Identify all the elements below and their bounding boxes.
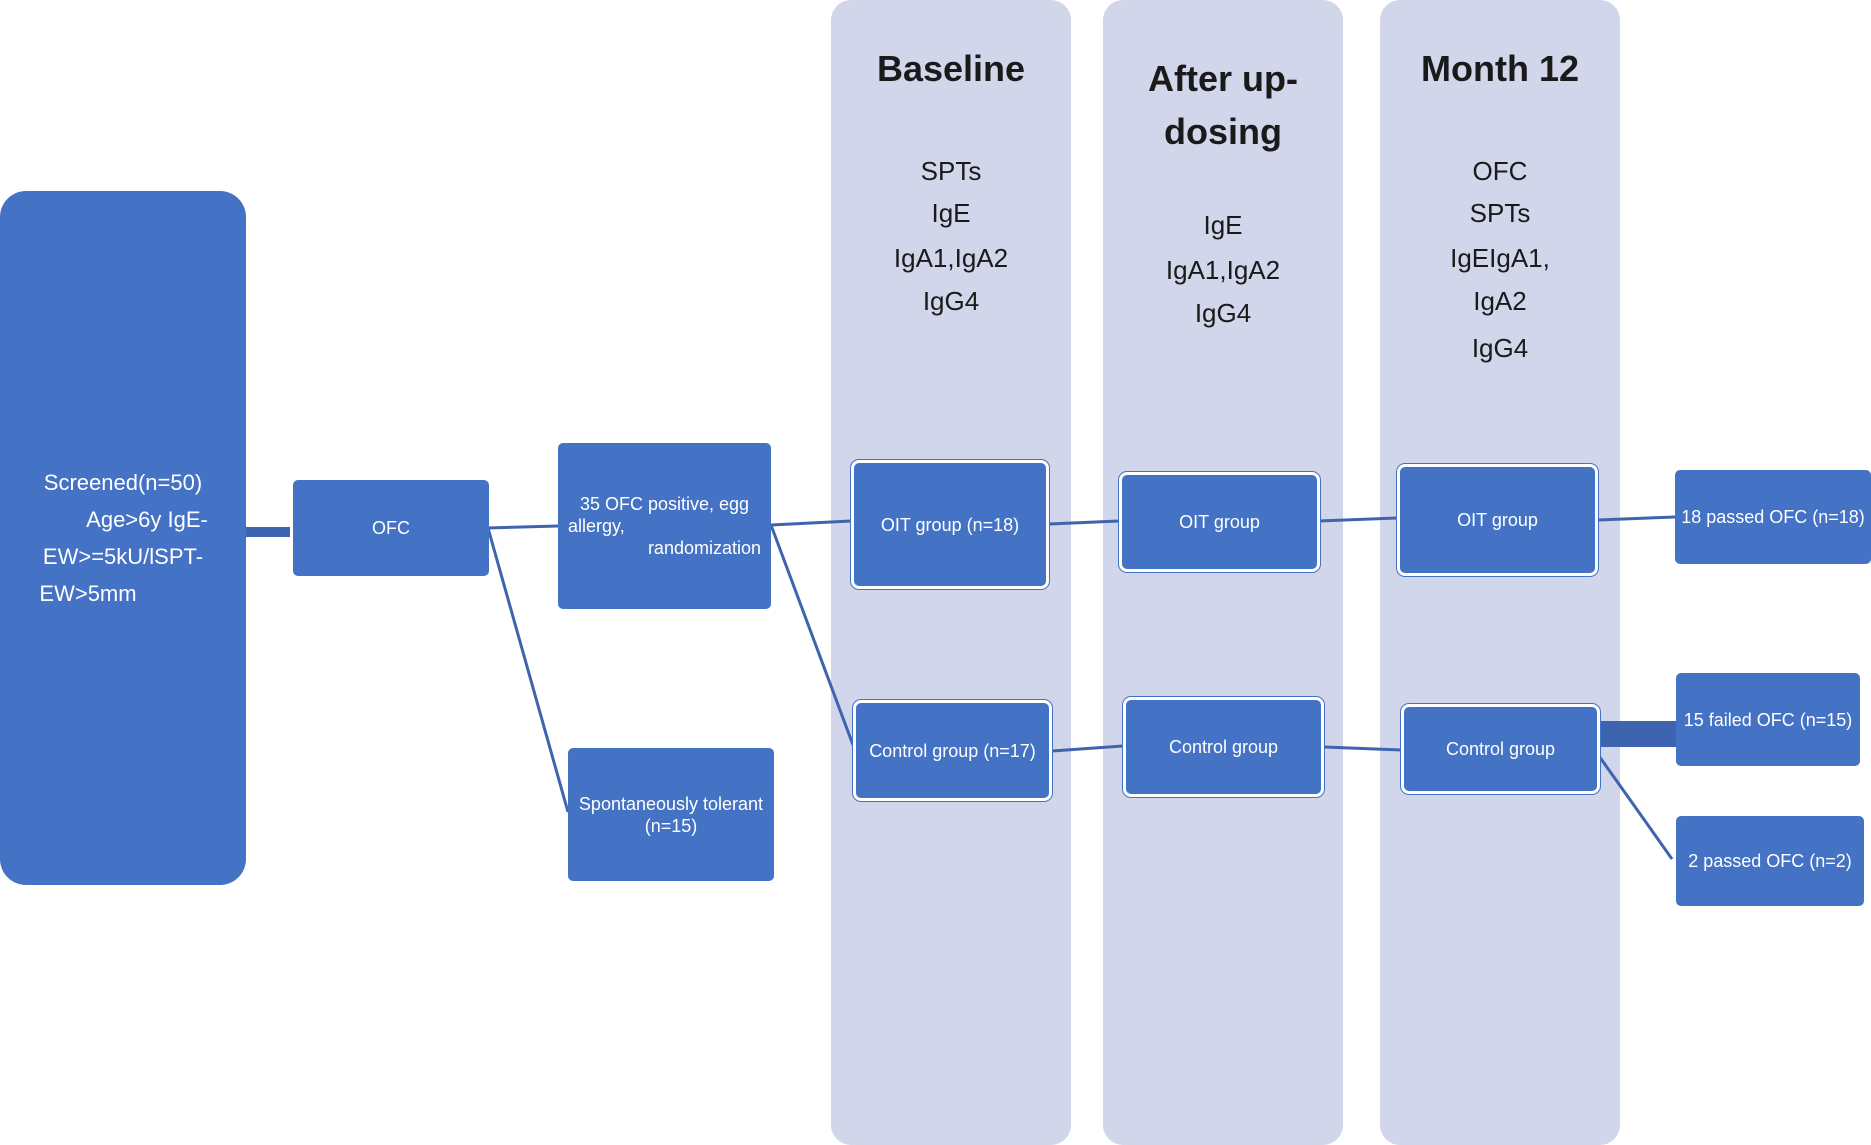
- screened-line: EW>5mm: [39, 581, 137, 606]
- outcome-label: 18 passed OFC (n=18): [1681, 507, 1865, 527]
- measure-item: SPTs: [920, 156, 982, 186]
- group-label: Control group (n=17): [869, 740, 1036, 761]
- column-title: After up- dosing: [1103, 52, 1343, 158]
- connector-line: [1048, 519, 1120, 526]
- screened-box: Screened(n=50) Age>6y IgE- EW>=5kU/lSPT-…: [0, 191, 246, 885]
- ofc-box: OFC: [293, 480, 489, 576]
- screened-line: Age>6y IgE-: [86, 507, 208, 532]
- positive-line: randomization: [647, 538, 761, 558]
- positive-line: allergy,: [568, 516, 625, 536]
- measure-item: OFC: [1472, 156, 1528, 186]
- outcome-label: 2 passed OFC (n=2): [1688, 851, 1852, 871]
- positive-line: 35 OFC positive, egg: [579, 494, 750, 514]
- ofc-positive-box: 35 OFC positive, egg allergy, randomizat…: [558, 443, 771, 609]
- column-title-line: dosing: [1164, 111, 1282, 152]
- column-after-updosing: After up- dosing IgE IgA1,IgA2 IgG4: [1103, 0, 1343, 1145]
- group-label: OIT group: [1457, 510, 1538, 530]
- connector-line: [1318, 516, 1398, 523]
- connector-line: [1051, 744, 1124, 753]
- connector-line: [1597, 515, 1676, 522]
- updosing-oit-group-box: OIT group: [1119, 472, 1320, 572]
- spontaneously-tolerant-box: Spontaneously tolerant (n=15): [568, 748, 774, 881]
- column-title-line: After up-: [1148, 58, 1298, 99]
- measure-item: IgA2: [1473, 286, 1527, 316]
- updosing-control-group-box: Control group: [1123, 697, 1324, 797]
- connector-line: [769, 524, 855, 746]
- screened-line: EW>=5kU/lSPT-: [42, 544, 204, 569]
- baseline-control-group-box: Control group (n=17): [853, 700, 1052, 801]
- measure-item: IgG4: [1471, 333, 1529, 363]
- oit-passed-ofc-box: 18 passed OFC (n=18): [1675, 470, 1871, 564]
- column-title: Month 12: [1380, 42, 1620, 95]
- column-title-line: Month 12: [1421, 48, 1579, 89]
- control-failed-ofc-box: 15 failed OFC (n=15): [1676, 673, 1860, 766]
- outcome-label: 15 failed OFC (n=15): [1683, 709, 1853, 730]
- connector-line: [1323, 745, 1402, 752]
- month12-oit-group-box: OIT group: [1397, 464, 1598, 576]
- tolerant-line: (n=15): [644, 815, 698, 836]
- month12-control-group-box: Control group: [1401, 704, 1600, 794]
- group-label: OIT group (n=18): [880, 514, 1020, 535]
- connector-line: [486, 527, 570, 813]
- measure-item: IgE: [1203, 210, 1243, 240]
- measure-item: IgG4: [1194, 298, 1252, 328]
- measure-item: IgA1,IgA2: [893, 243, 1009, 273]
- tolerant-line: Spontaneously tolerant: [578, 793, 764, 814]
- column-title-line: Baseline: [876, 48, 1026, 89]
- measure-item: IgA1,IgA2: [1165, 255, 1281, 285]
- measure-item: IgG4: [922, 286, 980, 316]
- column-title: Baseline: [831, 42, 1071, 95]
- ofc-label: OFC: [372, 518, 410, 538]
- measure-item: SPTs: [1469, 198, 1531, 228]
- screened-line: Screened(n=50): [43, 470, 203, 495]
- connector-line: [770, 519, 852, 527]
- measure-item: IgEIgA1,: [1450, 243, 1550, 273]
- group-label: Control group: [1168, 737, 1279, 757]
- measure-item: IgE: [931, 198, 971, 228]
- group-label: OIT group: [1179, 512, 1260, 532]
- connector-line: [487, 524, 559, 530]
- baseline-oit-group-box: OIT group (n=18): [851, 460, 1049, 589]
- control-passed-ofc-box: 2 passed OFC (n=2): [1676, 816, 1864, 906]
- group-label: Control group: [1445, 739, 1556, 759]
- connector-line: [1597, 755, 1674, 860]
